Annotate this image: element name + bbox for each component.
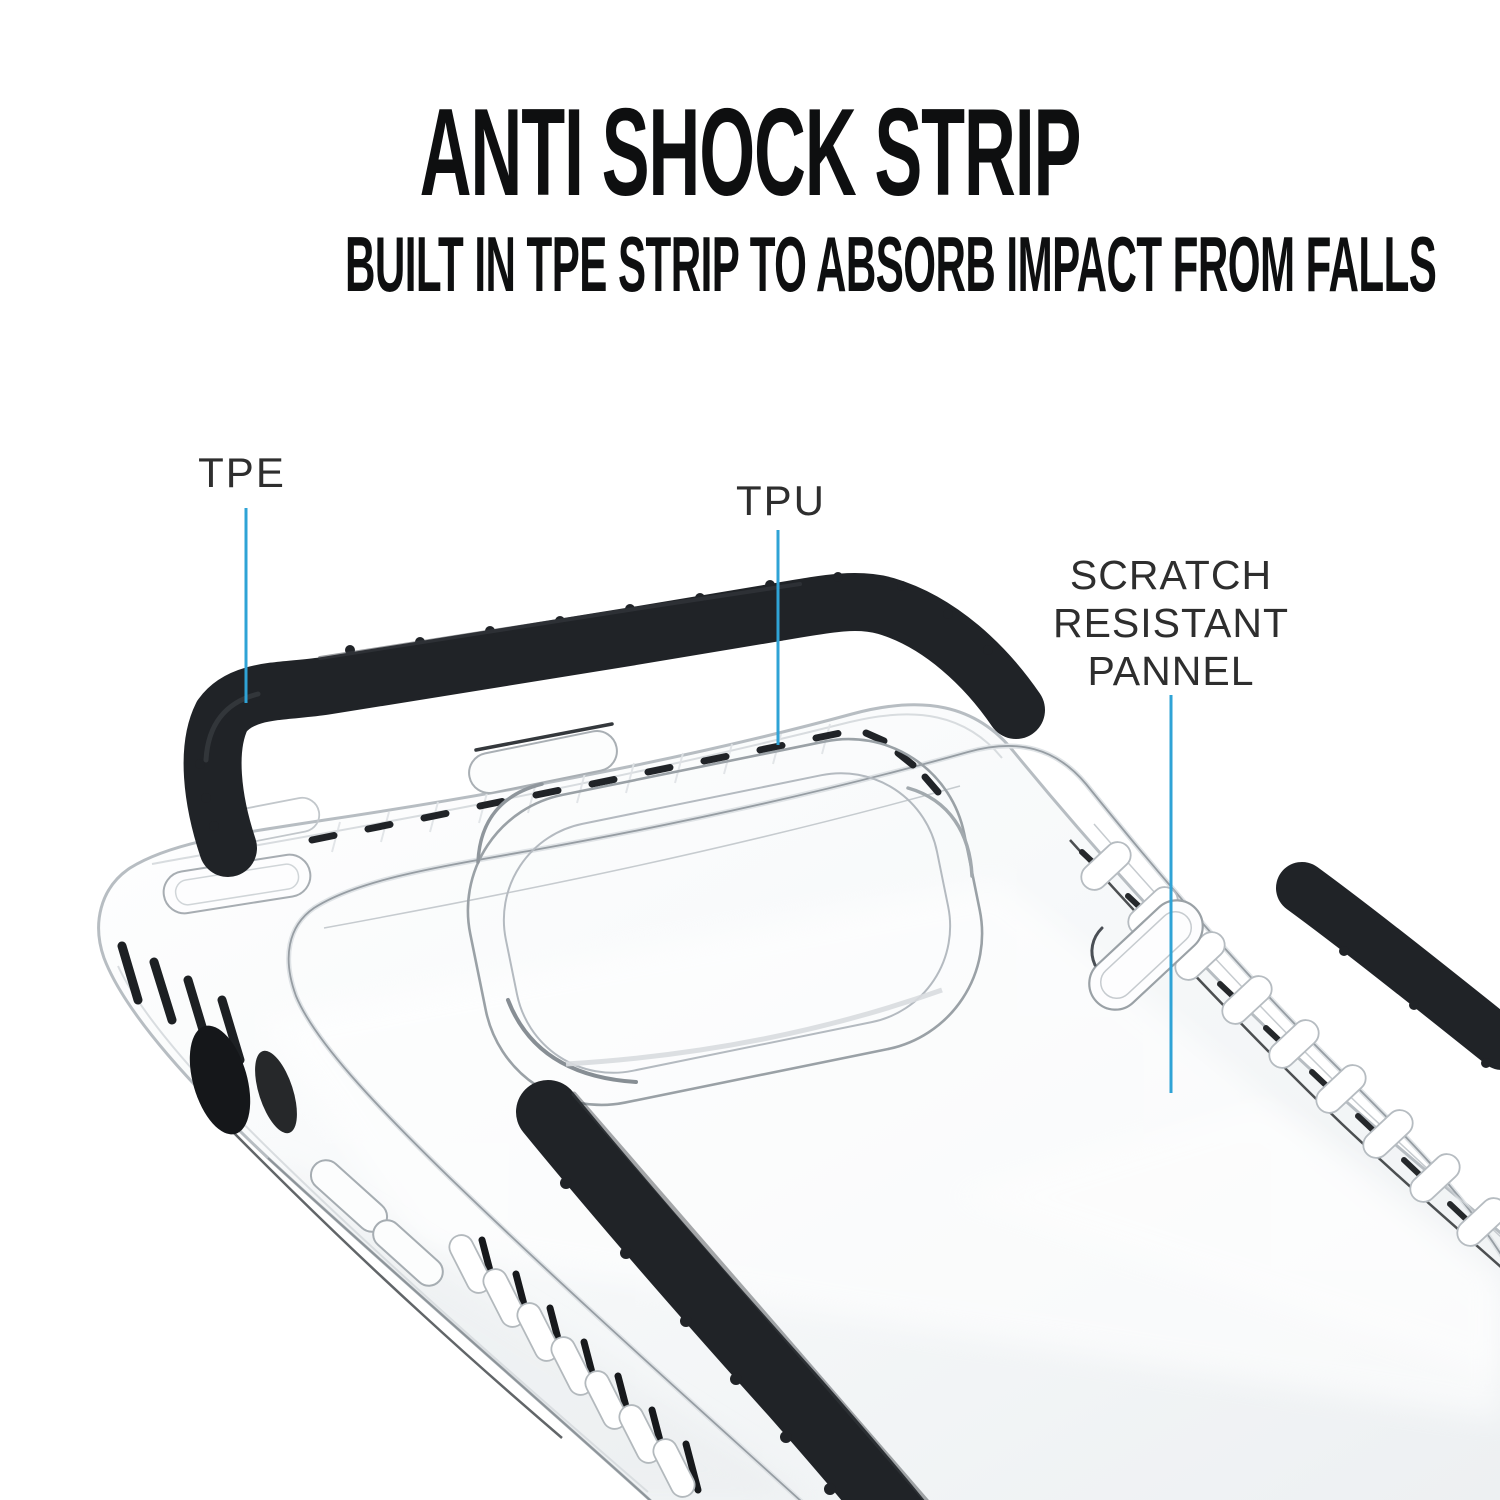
phone-case-render (97, 703, 1500, 1500)
case-outer-edge-accent (267, 1157, 652, 1500)
case-inner-accent-top (323, 785, 961, 929)
side-button-slot (1088, 899, 1204, 1011)
scratch-panel-label-line1: SCRATCH (1069, 552, 1273, 598)
left-rail-button-cutouts (189, 1025, 297, 1135)
page-subtitle: BUILT IN TPE STRIP TO ABSORB IMPACT FROM… (344, 220, 1437, 308)
channel-shadow-left (197, 1095, 563, 1439)
scratch-panel-label-line2: RESISTANT (1052, 600, 1290, 646)
camera-cutout (466, 737, 984, 1107)
tpe-strip-top (183, 572, 1045, 877)
case-lip-left (117, 965, 649, 1493)
tpu-label-text: TPU (736, 477, 826, 524)
tpe-strip-right (1276, 862, 1500, 1070)
top-channel-ribs (331, 723, 831, 853)
left-rail-lower-ribs (448, 1234, 702, 1498)
tpe-strip-bottom (516, 1080, 929, 1500)
tpe-label-text: TPE (198, 449, 286, 496)
tpe-label: TPE (142, 452, 342, 494)
scratch-panel-label: SCRATCH RESISTANT PANNEL (1021, 551, 1321, 695)
left-rail-buttons (309, 1159, 444, 1287)
top-rail-ticks (308, 729, 942, 844)
scratch-panel-label-line3: PANNEL (1087, 648, 1255, 694)
page-title: ANTI SHOCK STRIP (419, 84, 1082, 222)
tpu-label: TPU (681, 480, 881, 522)
